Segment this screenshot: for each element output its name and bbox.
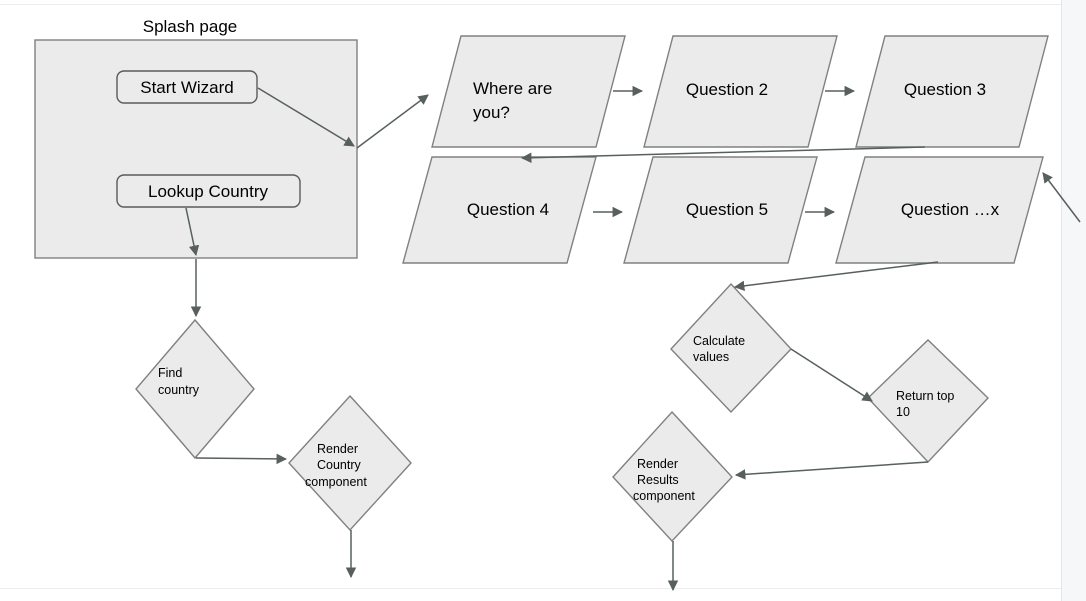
question-4-shape[interactable] (402, 156, 597, 264)
edge-external-to-question-x (1042, 172, 1081, 223)
calculate-values-shape[interactable] (670, 282, 792, 414)
find-country-label-line2: country (158, 383, 200, 397)
render-results-component-label-line3: component (633, 489, 695, 503)
render-country-component-shape[interactable] (288, 394, 412, 532)
start-wizard-button[interactable] (116, 70, 258, 104)
question-3-label: Question 3 (904, 80, 986, 99)
return-top-10-label-line2: 10 (896, 405, 910, 419)
lookup-country-button-label: Lookup Country (148, 182, 269, 201)
calculate-values-label-line2: values (693, 350, 729, 364)
edge-return-top-10-to-render-results-component (734, 461, 929, 480)
render-results-component-label-line2: Results (637, 473, 679, 487)
render-results-component-label-line1: Render (637, 457, 678, 471)
question-x-shape[interactable] (835, 156, 1044, 264)
question-x-label: Question …x (901, 200, 1000, 219)
edge-question-3-to-question-4 (520, 146, 926, 163)
splash-page-title: Splash page (143, 17, 238, 36)
edge-question-x-to-calculate-values (733, 261, 939, 292)
calculate-values-label-line1: Calculate (693, 334, 745, 348)
start-wizard-button-label: Start Wizard (140, 78, 234, 97)
question-where-are-you-label-line1: Where are (473, 79, 552, 98)
question-2-shape[interactable] (643, 35, 838, 148)
edge-lookup-country-to-junction (185, 207, 200, 257)
edge-start-wizard-to-junction (257, 87, 355, 147)
edge-find-country-to-render-country-component (195, 453, 288, 465)
page-bottom-rule (0, 588, 1062, 589)
question-3-shape[interactable] (855, 35, 1049, 148)
question-where-are-you-label-line2: you? (473, 103, 510, 122)
render-country-component-label-line3: component (305, 475, 367, 489)
canvas-outside-page-area (1061, 0, 1086, 601)
find-country-shape[interactable] (135, 318, 255, 460)
lookup-country-button[interactable] (116, 174, 301, 208)
question-2-label: Question 2 (686, 80, 768, 99)
render-results-component-shape[interactable] (612, 410, 733, 543)
edge-junction-to-where-are-you (356, 94, 429, 149)
question-5-shape[interactable] (623, 156, 818, 264)
question-where-are-you-shape[interactable] (431, 35, 626, 148)
find-country-label-line1: Find (158, 366, 182, 380)
edge-calculate-values-to-return-top-10 (790, 348, 873, 402)
render-country-component-label-line1: Render (317, 442, 358, 456)
page-top-rule (0, 4, 1062, 5)
question-5-label: Question 5 (686, 200, 768, 219)
return-top-10-label-line1: Return top (896, 389, 954, 403)
question-4-label: Question 4 (467, 200, 549, 219)
render-country-component-label-line2: Country (317, 458, 362, 472)
